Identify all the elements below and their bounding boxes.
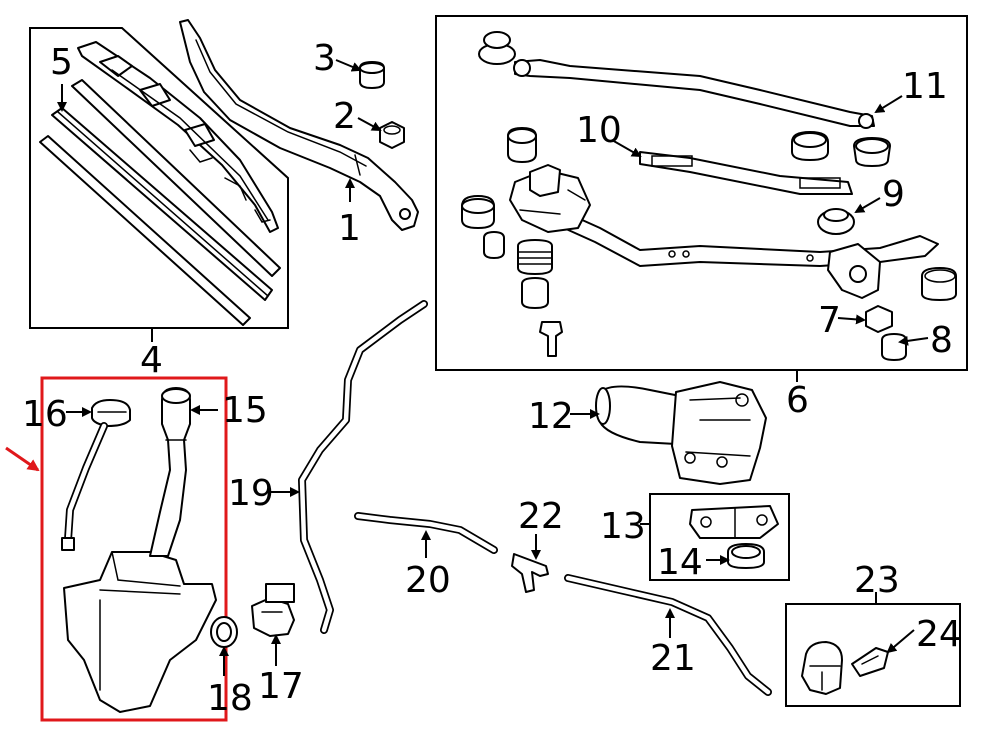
washer-pump xyxy=(251,583,295,637)
callout-13: 13 xyxy=(600,506,646,547)
pump-grommet xyxy=(210,616,238,648)
nozzle-clip xyxy=(851,647,889,677)
callout-3: 3 xyxy=(313,38,336,79)
callout-11: 11 xyxy=(902,66,948,107)
callout-5: 5 xyxy=(50,42,73,83)
callout-4: 4 xyxy=(140,340,163,381)
link-rod-10 xyxy=(639,151,853,195)
wiper-arm xyxy=(179,19,419,231)
callout-9: 9 xyxy=(882,174,905,215)
callout-18: 18 xyxy=(207,678,253,719)
wiper-blade-refill xyxy=(39,79,281,326)
linkage-bushings xyxy=(461,31,957,361)
callout-14: 14 xyxy=(657,542,703,583)
leader-lines xyxy=(57,59,929,676)
callout-19: 19 xyxy=(228,473,274,514)
wiper-motor xyxy=(595,381,767,485)
hose-connector-22 xyxy=(511,553,549,593)
callout-24: 24 xyxy=(916,614,962,655)
callout-6: 6 xyxy=(786,380,809,421)
wiper-blade-assembly xyxy=(77,41,279,233)
callout-20: 20 xyxy=(405,560,451,601)
callout-8: 8 xyxy=(930,320,953,361)
nozzle-group-box xyxy=(785,592,961,707)
washer-hose-19 xyxy=(298,300,428,634)
callout-16: 16 xyxy=(22,394,68,435)
washer-reservoir xyxy=(63,387,217,713)
washer-nozzle xyxy=(801,641,843,695)
filler-cap-hose xyxy=(61,399,131,551)
callout-2: 2 xyxy=(333,96,356,137)
motor-grommet xyxy=(727,543,765,569)
linkage-group-box xyxy=(435,15,968,382)
callout-22: 22 xyxy=(518,496,564,537)
wiper-linkage-assembly xyxy=(509,59,939,299)
arm-nut xyxy=(379,121,405,149)
callout-12: 12 xyxy=(528,396,574,437)
washer-reservoir-highlight-box xyxy=(5,376,228,722)
motor-bracket xyxy=(689,505,779,539)
callout-23: 23 xyxy=(854,560,900,601)
blade-group-box xyxy=(29,27,289,342)
callout-17: 17 xyxy=(258,666,304,707)
washer-hose-21 xyxy=(564,574,772,696)
callout-7: 7 xyxy=(818,300,841,341)
bracket-group-box xyxy=(640,493,790,581)
washer-hose-20 xyxy=(354,512,498,554)
callout-10: 10 xyxy=(576,110,622,151)
callout-1: 1 xyxy=(338,208,361,249)
arm-cap xyxy=(359,61,385,89)
callout-15: 15 xyxy=(222,390,268,431)
callout-21: 21 xyxy=(650,638,696,679)
